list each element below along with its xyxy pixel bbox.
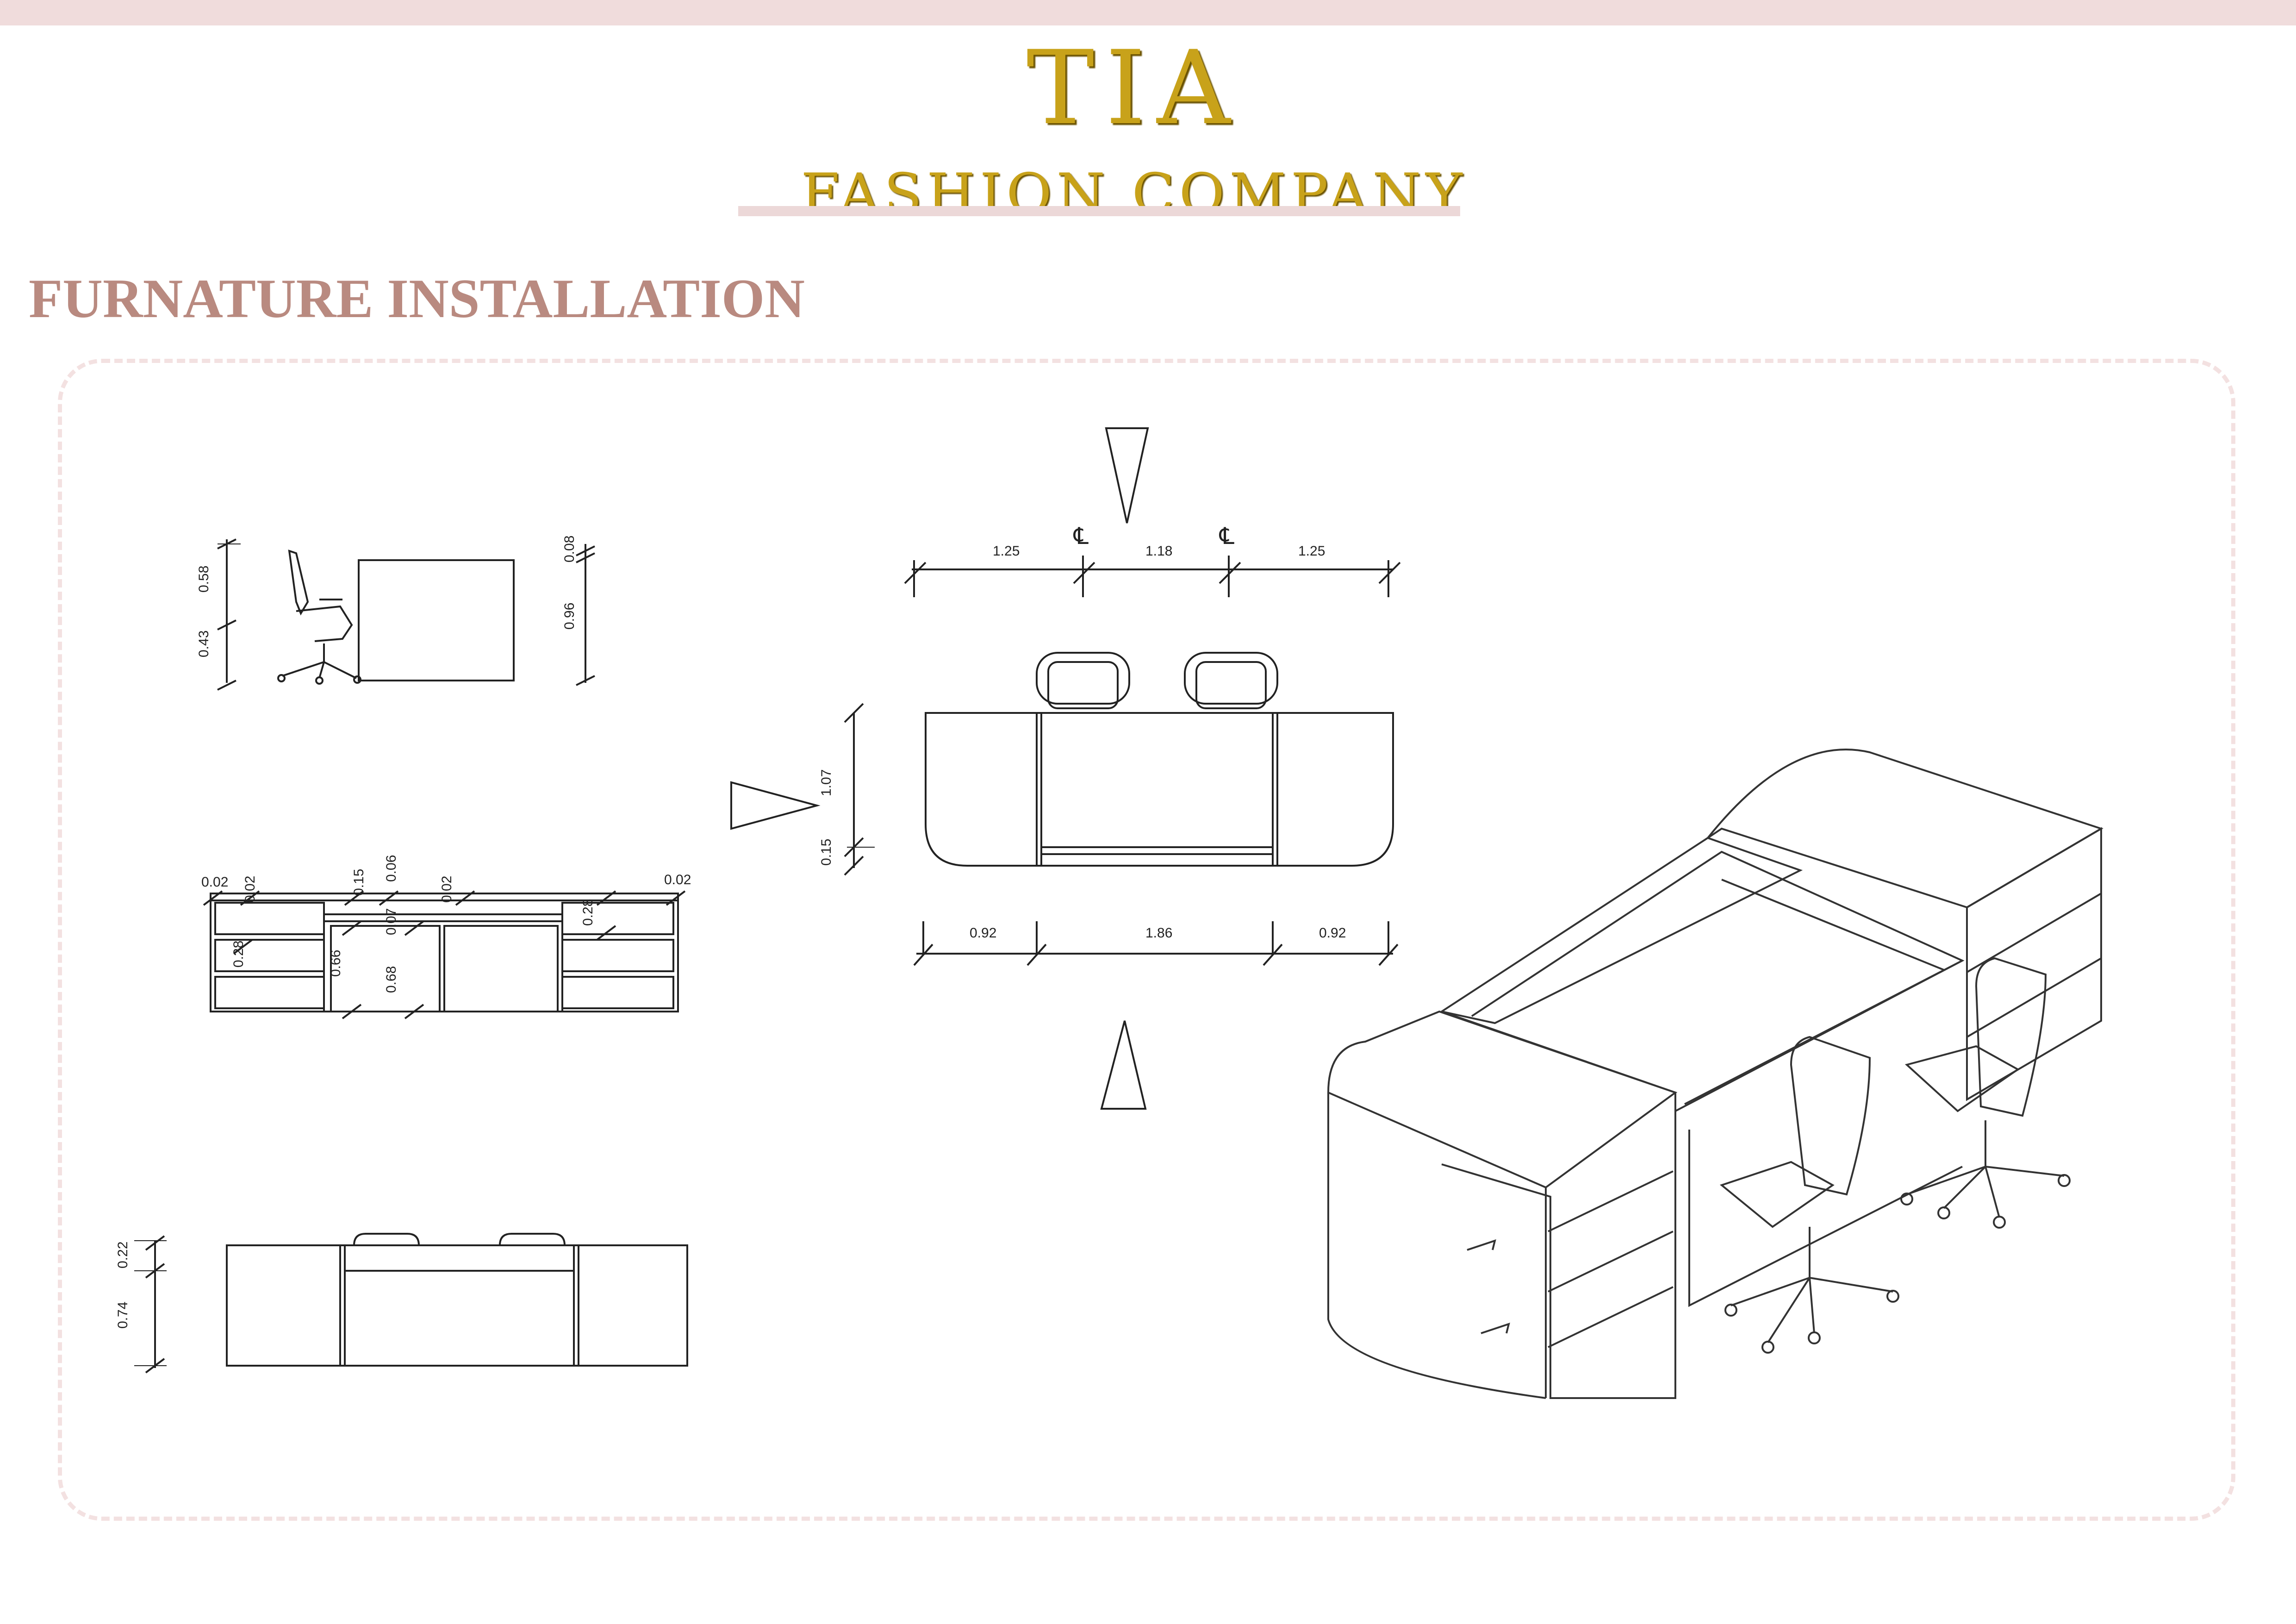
header-divider bbox=[738, 206, 1460, 216]
iso-chair-front bbox=[1719, 1036, 1899, 1354]
view-marker-bottom bbox=[1100, 1020, 1147, 1110]
centerline-mark-1: ℄ bbox=[1073, 523, 1089, 550]
dim-elev-8: 0.28 bbox=[580, 899, 596, 926]
dim-elev-9: 0.28 bbox=[231, 941, 246, 968]
side-desk-outline bbox=[358, 559, 515, 681]
dim-side-right-1: 0.08 bbox=[562, 536, 577, 562]
dim-plan-side-1: 1.07 bbox=[819, 769, 834, 796]
drawing-frame bbox=[58, 359, 2235, 1521]
side-view bbox=[217, 538, 595, 691]
dim-elev-11: 0.68 bbox=[384, 966, 399, 993]
elevation-view bbox=[203, 890, 686, 1019]
view-marker-top bbox=[1105, 427, 1149, 524]
dim-elev-4: 0.06 bbox=[384, 855, 399, 882]
dim-front-2: 0.74 bbox=[115, 1302, 131, 1329]
dim-plan-top-2: 1.18 bbox=[1145, 543, 1172, 559]
front-view bbox=[134, 1233, 688, 1374]
dim-plan-bottom-1: 0.92 bbox=[970, 925, 996, 941]
side-chair bbox=[277, 550, 361, 685]
dim-plan-top-1: 1.25 bbox=[993, 543, 1020, 559]
plan-desk-outline bbox=[925, 712, 1394, 867]
dim-elev-10: 0.66 bbox=[328, 950, 343, 977]
dim-side-left-2: 0.43 bbox=[196, 631, 212, 657]
plan-chair-right bbox=[1184, 652, 1278, 709]
dim-elev-3: 0.15 bbox=[351, 869, 367, 896]
section-title: FURNATURE INSTALLATION bbox=[29, 268, 805, 329]
top-banner bbox=[0, 0, 2296, 25]
dim-side-right-2: 0.96 bbox=[562, 603, 577, 630]
plan-chair-left bbox=[1036, 652, 1130, 709]
plan-view bbox=[844, 556, 1401, 966]
dim-side-left-1: 0.58 bbox=[196, 566, 212, 593]
dim-elev-2: 0.02 bbox=[243, 876, 258, 903]
isometric-desk bbox=[1327, 748, 2103, 1399]
dim-front-1: 0.22 bbox=[115, 1242, 131, 1268]
dim-plan-top-3: 1.25 bbox=[1298, 543, 1325, 559]
dim-elev-1: 0.02 bbox=[201, 874, 228, 890]
dim-elev-5: 0.02 bbox=[439, 876, 454, 903]
dim-plan-bottom-3: 0.92 bbox=[1319, 925, 1346, 941]
iso-chair-back bbox=[1900, 957, 2071, 1229]
dim-plan-side-2: 0.15 bbox=[819, 839, 834, 866]
brand-name: TIA bbox=[1026, 29, 1242, 147]
dim-elev-6: 0.07 bbox=[384, 908, 399, 935]
centerline-mark-2: ℄ bbox=[1219, 523, 1234, 550]
dim-plan-bottom-2: 1.86 bbox=[1145, 925, 1172, 941]
view-marker-left bbox=[730, 781, 821, 830]
dim-elev-7: 0.02 bbox=[664, 872, 691, 887]
